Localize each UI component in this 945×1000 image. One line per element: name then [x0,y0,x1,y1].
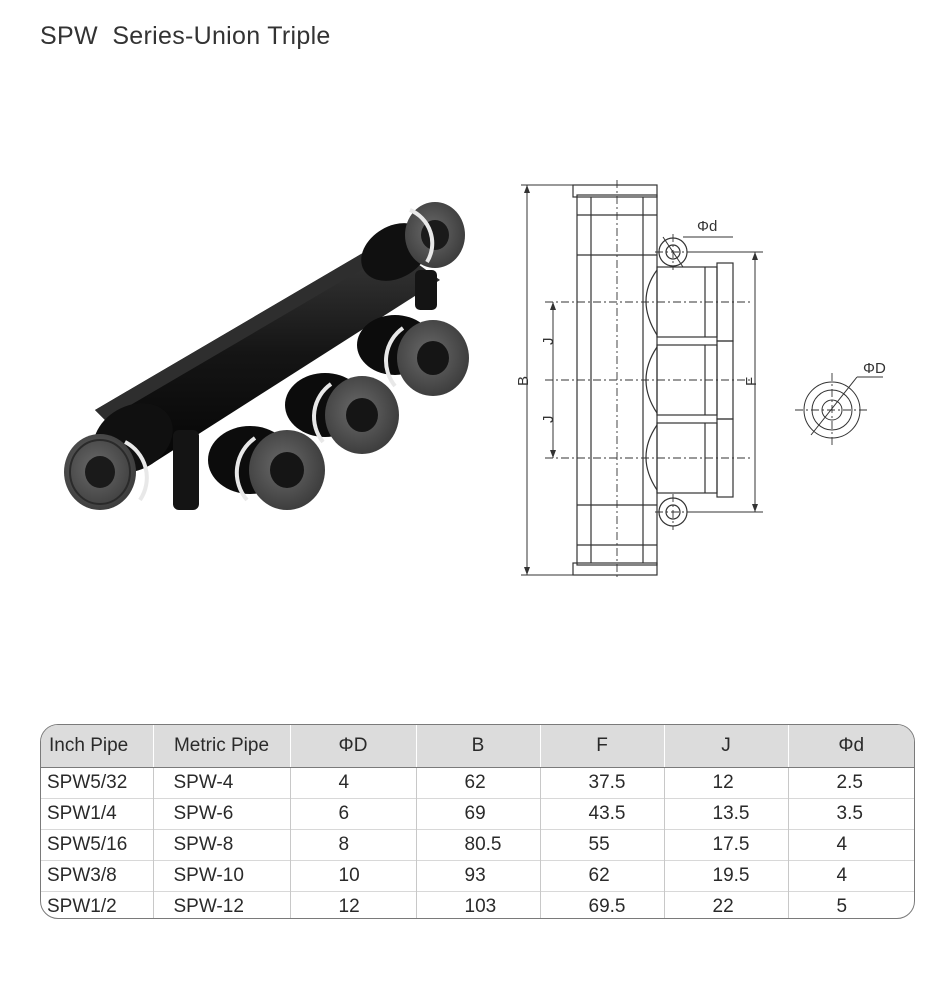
cell-F: 43.5 [539,798,664,830]
cell-B: 69 [415,798,540,830]
header-J: J [663,725,788,768]
cell-metric-pipe: SPW-8 [152,829,290,861]
cell-metric-pipe: SPW-10 [152,860,290,892]
cell-J: 22 [663,891,788,918]
label-F: F [743,377,760,386]
label-J-lower: J [540,416,557,424]
cell-J: 17.5 [663,829,788,861]
cell-phi-d: 4 [787,829,914,861]
spec-table: Inch Pipe Metric Pipe ΦD B F J Φd SPW5/3… [40,724,915,919]
cell-B: 80.5 [415,829,540,861]
label-J-upper: J [540,338,557,346]
header-F: F [539,725,664,768]
cell-phi-D: 12 [289,891,416,918]
cell-inch-pipe: SPW5/16 [41,829,153,861]
header-inch-pipe: Inch Pipe [41,725,153,768]
label-B: B [515,376,532,386]
cell-inch-pipe: SPW5/32 [47,772,128,793]
cell-metric-pipe: SPW-12 [152,891,290,918]
table-row: SPW1/2 SPW-12 12 103 69.5 22 5 [41,891,914,918]
header-metric-pipe: Metric Pipe [152,725,290,768]
cell-metric-pipe: SPW-6 [152,798,290,830]
cell-B: 103 [415,891,540,918]
page-title: SPW Series-Union Triple [40,22,331,50]
cell-B: 62 [415,767,540,799]
cell-F: 55 [539,829,664,861]
cell-metric-pipe: SPW-4 [152,767,290,799]
table-row: SPW5/32 SPW-4 4 62 37.5 12 2.5 [41,767,914,799]
cell-inch-pipe: SPW1/2 [41,891,153,918]
cell-J: 19.5 [663,860,788,892]
header-phi-d: Φd [787,725,914,768]
cell-J: 13.5 [663,798,788,830]
table-header-row: Inch Pipe Metric Pipe ΦD B F J Φd [41,725,914,768]
cell-phi-d: 2.5 [787,767,914,799]
cell-phi-d: 5 [787,891,914,918]
cell-phi-D: 4 [289,767,416,799]
label-phi-d: Φd [697,218,717,235]
cell-F: 37.5 [539,767,664,799]
header-phi-D: ΦD [289,725,416,768]
cell-phi-d: 3.5 [787,798,914,830]
cell-inch-pipe: SPW1/4 [41,798,153,830]
cell-F: 69.5 [539,891,664,918]
cell-phi-D: 10 [289,860,416,892]
cell-inch-pipe: SPW3/8 [41,860,153,892]
table-row: SPW1/4 SPW-6 6 69 43.5 13.5 3.5 [41,798,914,830]
technical-drawing: Φd ΦD B F J J [515,180,886,580]
cell-F: 62 [539,860,664,892]
label-phi-D: ΦD [863,360,886,377]
table-row: SPW5/16 SPW-8 8 80.5 55 17.5 4 [41,829,914,861]
cell-phi-D: 8 [289,829,416,861]
product-photo [64,202,469,510]
cell-phi-D: 6 [289,798,416,830]
cell-phi-d: 4 [787,860,914,892]
header-B: B [415,725,540,768]
cell-B: 93 [415,860,540,892]
cell-J: 12 [663,767,788,799]
table-row: SPW3/8 SPW-10 10 93 62 19.5 4 [41,860,914,892]
